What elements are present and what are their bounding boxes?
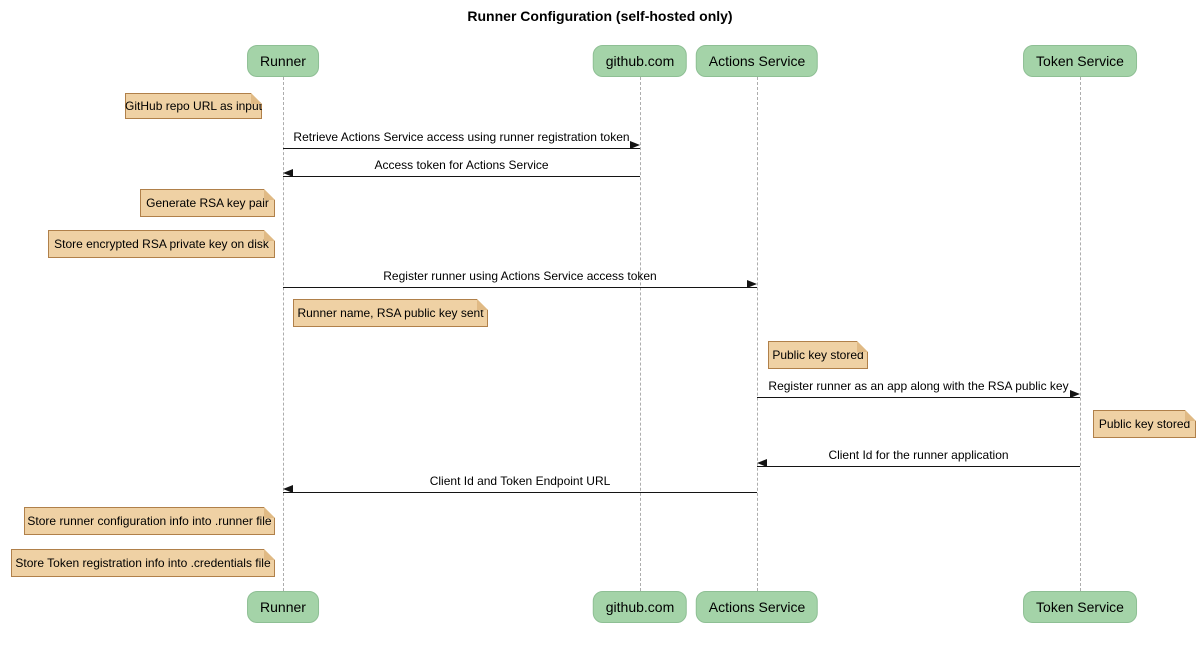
note-label: Public key stored	[1098, 417, 1191, 431]
note: Generate RSA key pair	[140, 189, 275, 217]
message-label: Register runner using Actions Service ac…	[383, 269, 657, 283]
lifeline-runner	[282, 77, 284, 591]
message-label: Retrieve Actions Service access using ru…	[293, 130, 630, 144]
note: Public key stored	[768, 341, 868, 369]
lifeline-github	[639, 77, 641, 591]
note: Store Token registration info into .cred…	[11, 549, 275, 577]
message: Client Id and Token Endpoint URL	[283, 474, 757, 493]
participant-runner-top: Runner	[247, 45, 319, 77]
message-line	[283, 148, 640, 149]
arrowhead-icon	[630, 141, 640, 149]
participant-actions-top: Actions Service	[695, 45, 819, 77]
message-label: Access token for Actions Service	[374, 158, 549, 172]
arrowhead-icon	[747, 280, 757, 288]
lifeline-token	[1079, 77, 1081, 591]
message-line	[283, 287, 757, 288]
arrowhead-icon	[283, 485, 293, 493]
message-label: Register runner as an app along with the…	[768, 379, 1069, 393]
note-label: Public key stored	[772, 348, 864, 362]
note-label: Generate RSA key pair	[146, 196, 269, 210]
note: Public key stored	[1093, 410, 1196, 438]
participant-github-top: github.com	[592, 45, 688, 77]
note-label: Store runner configuration info into .ru…	[27, 514, 272, 528]
note: Store runner configuration info into .ru…	[24, 507, 275, 535]
message-label: Client Id for the runner application	[828, 448, 1009, 462]
participant-runner-bottom: Runner	[247, 591, 319, 623]
message: Register runner using Actions Service ac…	[283, 269, 757, 288]
participant-actions-bottom: Actions Service	[695, 591, 819, 623]
message-line	[283, 176, 640, 177]
note-label: Store encrypted RSA private key on disk	[54, 237, 269, 251]
arrowhead-icon	[757, 459, 767, 467]
note: GitHub repo URL as input	[125, 93, 262, 119]
note: Runner name, RSA public key sent	[293, 299, 488, 327]
arrowhead-icon	[283, 169, 293, 177]
message-line	[757, 397, 1080, 398]
diagram-title: Runner Configuration (self-hosted only)	[467, 8, 733, 24]
note-label: Runner name, RSA public key sent	[297, 306, 484, 320]
note-label: Store Token registration info into .cred…	[15, 556, 271, 570]
note-label: GitHub repo URL as input	[125, 99, 262, 113]
message-line	[283, 492, 757, 493]
message: Client Id for the runner application	[757, 448, 1080, 467]
message-label: Client Id and Token Endpoint URL	[429, 474, 611, 488]
lifeline-actions	[756, 77, 758, 591]
participant-token-top: Token Service	[1023, 45, 1137, 77]
arrowhead-icon	[1070, 390, 1080, 398]
message: Retrieve Actions Service access using ru…	[283, 130, 640, 149]
message: Register runner as an app along with the…	[757, 379, 1080, 398]
message: Access token for Actions Service	[283, 158, 640, 177]
participant-token-bottom: Token Service	[1023, 591, 1137, 623]
participant-github-bottom: github.com	[592, 591, 688, 623]
note: Store encrypted RSA private key on disk	[48, 230, 275, 258]
message-line	[757, 466, 1080, 467]
